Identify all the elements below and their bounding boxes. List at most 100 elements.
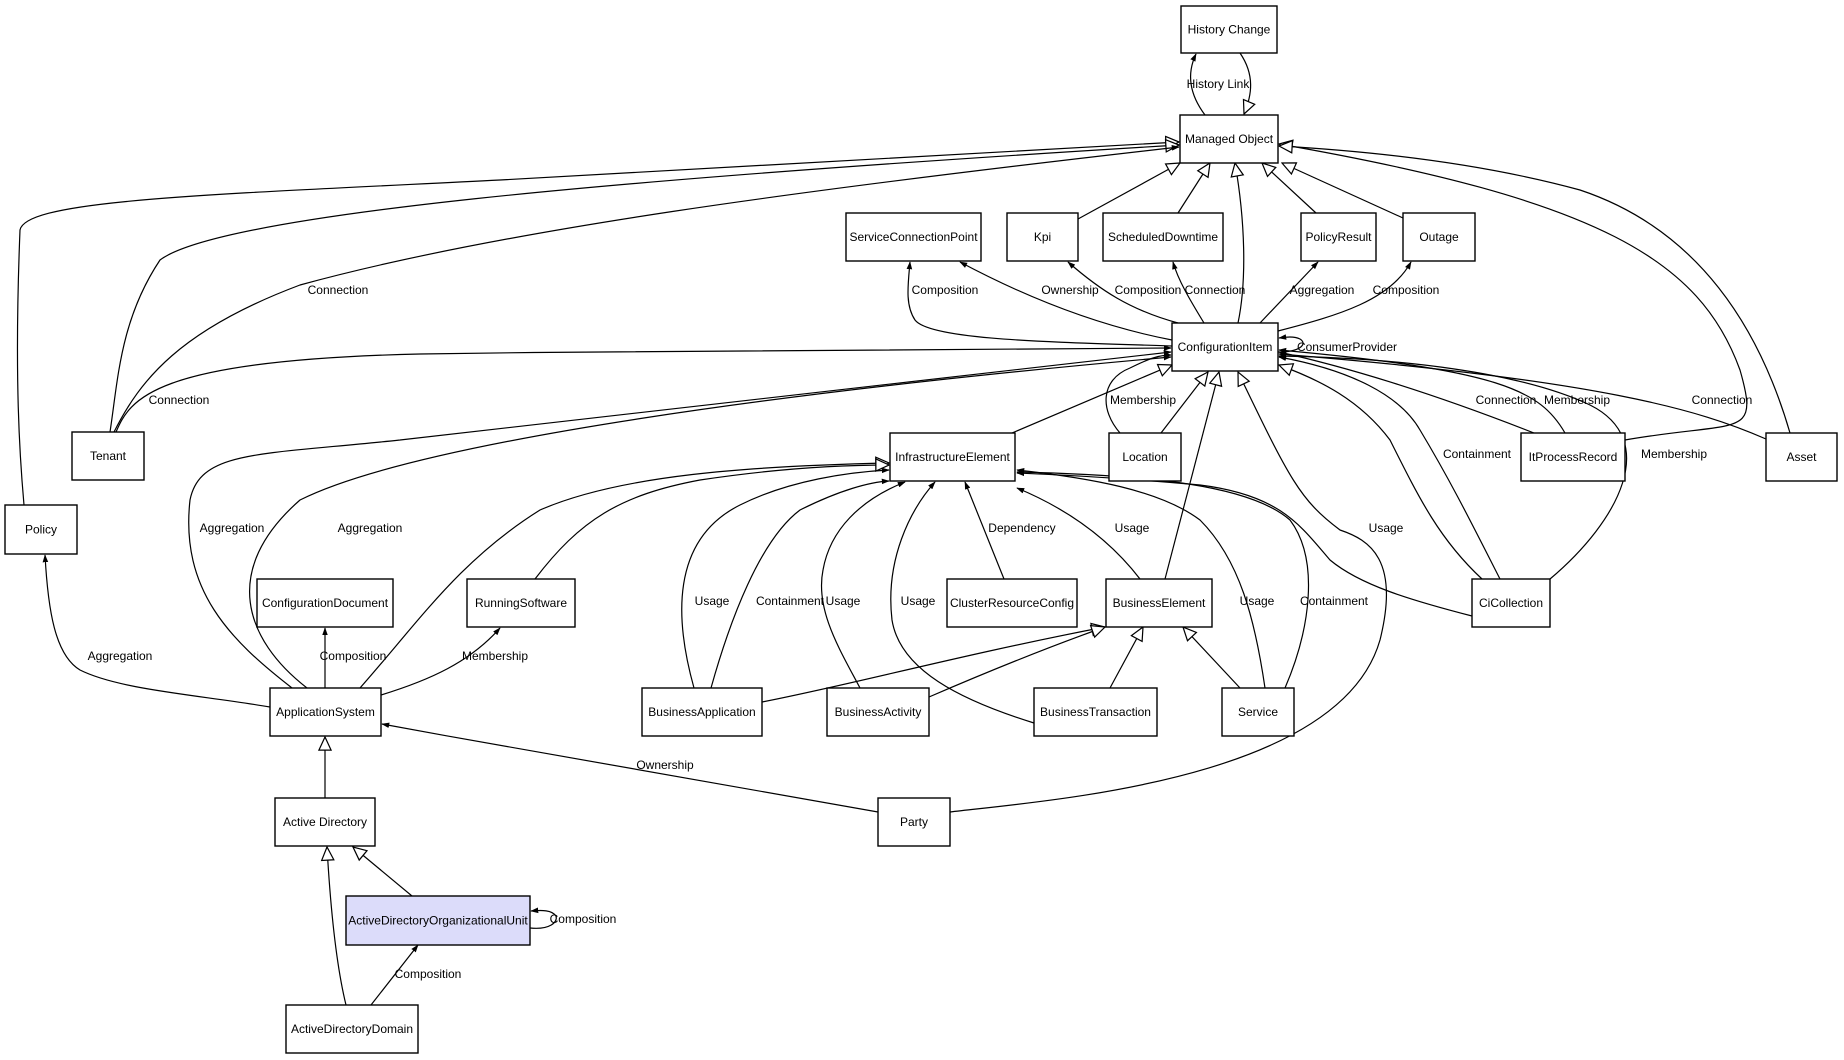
node-managed-object[interactable]: Managed Object <box>1179 114 1279 164</box>
node-active-directory[interactable]: Active Directory <box>274 797 376 847</box>
node-label: Asset <box>1786 450 1817 464</box>
node-box[interactable] <box>1108 432 1182 482</box>
hollow-arrow-icon <box>1282 163 1404 219</box>
node-configuration-document[interactable]: ConfigurationDocument <box>256 578 394 628</box>
edge-label: Connection <box>308 283 369 297</box>
hollow-arrow-icon <box>1011 365 1172 434</box>
node-box[interactable] <box>1300 212 1377 262</box>
node-configuration-item[interactable]: ConfigurationItem <box>1171 322 1279 372</box>
node-business-activity[interactable]: BusinessActivity <box>826 687 930 737</box>
filled-arrow-icon <box>1189 53 1206 116</box>
edge-label: Composition <box>395 967 462 981</box>
node-box[interactable] <box>285 1004 419 1054</box>
node-service[interactable]: Service <box>1221 687 1295 737</box>
node-label: BusinessTransaction <box>1040 705 1151 719</box>
node-business-transaction[interactable]: BusinessTransaction <box>1033 687 1158 737</box>
node-box[interactable] <box>1471 578 1551 628</box>
edge-label: Composition <box>1373 283 1440 297</box>
node-box[interactable] <box>1006 212 1079 262</box>
node-box[interactable] <box>1221 687 1295 737</box>
association-edge-it-process-record-to-configuration-item <box>1278 350 1535 434</box>
node-box[interactable] <box>4 504 78 555</box>
node-active-directory-organizational-unit[interactable]: ActiveDirectoryOrganizationalUnit <box>345 895 531 946</box>
node-label: Tenant <box>90 449 127 463</box>
node-box[interactable] <box>946 578 1078 628</box>
node-box[interactable] <box>1402 212 1476 262</box>
inheritance-edge-running-software-to-infrastructure-element <box>534 465 889 580</box>
node-box[interactable] <box>845 212 982 262</box>
association-edge-business-application-to-infrastructure-element <box>710 478 890 689</box>
node-location[interactable]: Location <box>1108 432 1182 482</box>
node-box[interactable] <box>1102 212 1224 262</box>
node-policy[interactable]: Policy <box>4 504 78 555</box>
node-box[interactable] <box>877 797 951 847</box>
node-box[interactable] <box>345 895 531 946</box>
hollow-arrow-icon <box>1239 52 1251 114</box>
node-box[interactable] <box>1033 687 1158 737</box>
hollow-arrow-icon <box>1164 372 1219 580</box>
node-application-system[interactable]: ApplicationSystem <box>269 687 382 737</box>
filled-arrow-icon <box>959 261 1173 341</box>
node-label: ScheduledDowntime <box>1108 230 1218 244</box>
edge-label: Aggregation <box>1290 283 1355 297</box>
node-scheduled-downtime[interactable]: ScheduledDowntime <box>1102 212 1224 262</box>
edge-label: Membership <box>1544 393 1610 407</box>
node-business-element[interactable]: BusinessElement <box>1105 578 1213 628</box>
inheritance-edge-application-system-to-infrastructure-element <box>359 463 889 689</box>
edge-label: Membership <box>1110 393 1176 407</box>
node-box[interactable] <box>1520 432 1626 482</box>
inheritance-edge-kpi-to-managed-object <box>1077 163 1180 220</box>
hollow-arrow-icon <box>1109 627 1143 689</box>
node-box[interactable] <box>1171 322 1279 372</box>
hollow-arrow-icon <box>1279 365 1483 580</box>
node-tenant[interactable]: Tenant <box>71 431 145 481</box>
node-box[interactable] <box>1105 578 1213 628</box>
node-infrastructure-element[interactable]: InfrastructureElement <box>889 432 1016 482</box>
node-service-connection-point[interactable]: ServiceConnectionPoint <box>845 212 982 262</box>
node-box[interactable] <box>466 578 576 628</box>
node-box[interactable] <box>256 578 394 628</box>
edge-label: Usage <box>826 594 861 608</box>
node-label: Party <box>900 815 928 829</box>
node-label: Location <box>1122 450 1167 464</box>
filled-arrow-icon <box>188 349 1172 689</box>
node-active-directory-domain[interactable]: ActiveDirectoryDomain <box>285 1004 419 1054</box>
node-asset[interactable]: Asset <box>1765 432 1838 482</box>
node-box[interactable] <box>641 687 763 737</box>
edge-label: Containment <box>756 594 825 608</box>
node-box[interactable] <box>269 687 382 737</box>
hollow-arrow-icon <box>1183 627 1241 689</box>
node-box[interactable] <box>889 432 1016 482</box>
inheritance-edge-it-process-record-to-managed-object <box>1279 144 1748 441</box>
node-policy-result[interactable]: PolicyResult <box>1300 212 1377 262</box>
filled-arrow-icon <box>1277 261 1412 332</box>
node-running-software[interactable]: RunningSoftware <box>466 578 576 628</box>
edge-label: Aggregation <box>200 521 265 535</box>
node-party[interactable]: Party <box>877 797 951 847</box>
node-box[interactable] <box>1179 114 1279 164</box>
node-history-change[interactable]: History Change <box>1180 5 1278 54</box>
inheritance-edge-policy-to-managed-object <box>16 142 1179 506</box>
node-label: Active Directory <box>283 815 367 829</box>
node-it-process-record[interactable]: ItProcessRecord <box>1520 432 1626 482</box>
association-edge-active-directory-domain-to-active-directory-organizational-unit <box>370 944 419 1006</box>
filled-arrow-icon <box>1277 334 1304 353</box>
node-label: BusinessActivity <box>835 705 922 719</box>
inheritance-edge-party-to-configuration-item <box>949 372 1388 813</box>
filled-arrow-icon <box>1278 350 1535 434</box>
node-cluster-resource-config[interactable]: ClusterResourceConfig <box>946 578 1078 628</box>
association-edge-business-transaction-to-infrastructure-element <box>890 481 1035 724</box>
node-outage[interactable]: Outage <box>1402 212 1476 262</box>
node-box[interactable] <box>1765 432 1838 482</box>
node-business-application[interactable]: BusinessApplication <box>641 687 763 737</box>
node-box[interactable] <box>826 687 930 737</box>
node-box[interactable] <box>71 431 145 481</box>
node-box[interactable] <box>274 797 376 847</box>
node-box[interactable] <box>1180 5 1278 54</box>
node-kpi[interactable]: Kpi <box>1006 212 1079 262</box>
node-ci-collection[interactable]: CiCollection <box>1471 578 1551 628</box>
association-edge-ci-collection-to-configuration-item <box>1278 355 1501 580</box>
edge-label: Aggregation <box>338 521 403 535</box>
edge-label: Usage <box>1115 521 1150 535</box>
node-label: ClusterResourceConfig <box>950 596 1074 610</box>
